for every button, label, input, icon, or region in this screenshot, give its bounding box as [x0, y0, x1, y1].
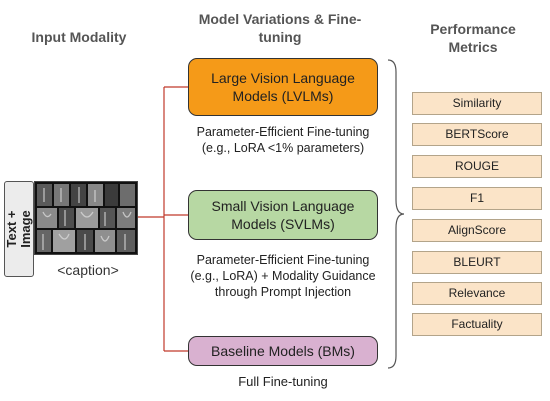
text-image-tag: Text + Image: [4, 181, 34, 277]
metric-bertscore: BERTScore: [412, 123, 542, 146]
caption-placeholder: <caption>: [57, 262, 119, 278]
bm-label: Baseline Models (BMs): [211, 343, 355, 359]
input-modality-heading: Input Modality: [31, 29, 127, 45]
metric-bleurt: BLEURT: [412, 251, 542, 274]
bm-finetuning-method: Full Fine-tuning: [238, 374, 328, 389]
performance-metrics-heading: Performance Metrics: [430, 21, 516, 55]
metric-similarity: Similarity: [412, 92, 542, 115]
lvlm-finetuning-method: Parameter-Efficient Fine-tuning (e.g., L…: [196, 125, 370, 155]
xray-thumbnails-image: [37, 184, 135, 252]
metric-alignscore: AlignScore: [412, 219, 542, 242]
baseline-models-box: Baseline Models (BMs): [188, 336, 378, 366]
metric-factuality: Factuality: [412, 313, 542, 336]
svlm-label: Small Vision Language Models (SVLMs): [211, 198, 355, 232]
metric-rouge: ROUGE: [412, 155, 542, 178]
svlm-box: Small Vision Language Models (SVLMs): [188, 190, 378, 240]
model-variations-heading: Model Variations & Fine-tuning: [198, 11, 362, 45]
svlm-finetuning-method: Parameter-Efficient Fine-tuning (e.g., L…: [190, 253, 376, 299]
xray-image-grid: [34, 181, 138, 255]
metrics-brace: [387, 59, 405, 369]
lvlm-label: Large Vision Language Models (LVLMs): [211, 70, 355, 104]
metric-relevance: Relevance: [412, 282, 542, 305]
metric-f1: F1: [412, 187, 542, 210]
text-image-label: Text + Image: [4, 210, 33, 248]
lvlm-box: Large Vision Language Models (LVLMs): [188, 58, 378, 116]
